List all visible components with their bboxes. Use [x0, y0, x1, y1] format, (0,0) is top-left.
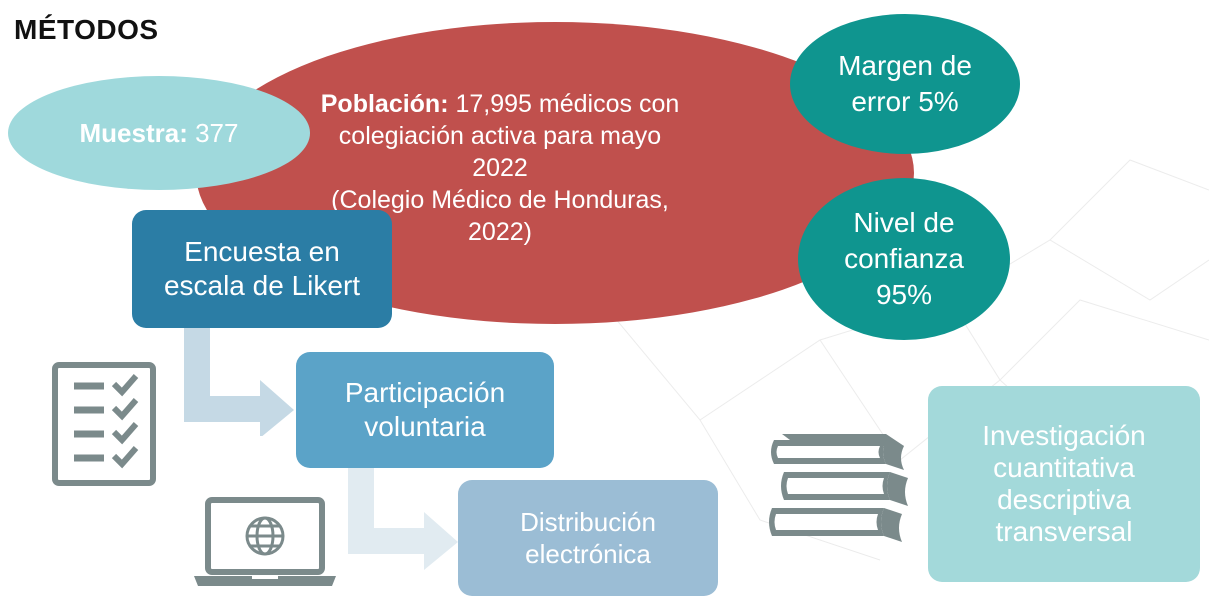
laptop-globe-icon [194, 497, 336, 586]
nivel-line2: confianza [844, 243, 964, 274]
page-title: MÉTODOS [14, 14, 159, 45]
poblacion-label: Población: [320, 90, 449, 118]
investigacion-line3: descriptiva [997, 484, 1131, 515]
investigacion-box: Investigación cuantitativa descriptiva t… [928, 386, 1200, 582]
poblacion-line2: colegiación activa para mayo 2022 [338, 122, 662, 182]
poblacion-ellipse: Población: 17,995 médicos con colegiació… [196, 22, 914, 324]
step-distribucion-line2: electrónica [525, 539, 651, 569]
arrow-step1-to-step2 [184, 326, 294, 436]
step-encuesta-box: Encuesta en escala de Likert [132, 210, 392, 328]
books-icon [769, 434, 908, 542]
step-encuesta-line2: escala de Likert [163, 270, 361, 301]
step-participacion-box: Participación voluntaria [296, 352, 554, 468]
nivel-line3: 95% [875, 279, 933, 310]
step-distribucion-box: Distribución electrónica [458, 480, 718, 596]
margen-line2: error 5% [851, 86, 959, 117]
checklist-icon [52, 362, 156, 486]
step-participacion-line2: voluntaria [364, 411, 486, 442]
poblacion-line3: (Colegio Médico de Honduras, [331, 186, 669, 214]
poblacion-line1: 17,995 médicos con [448, 90, 680, 118]
investigacion-line4: transversal [995, 516, 1133, 547]
margen-line1: Margen de [838, 50, 972, 81]
step-encuesta-line1: Encuesta en [184, 236, 340, 267]
poblacion-text: Población: 17,995 médicos con colegiació… [311, 88, 689, 248]
margen-ellipse: Margen de error 5% [790, 14, 1020, 154]
muestra-label: Muestra: [79, 117, 188, 148]
muestra-value: 377 [187, 117, 239, 148]
arrow-step2-to-step3 [348, 466, 458, 570]
investigacion-line1: Investigación [982, 420, 1146, 451]
muestra-ellipse: Muestra: 377 [8, 76, 310, 190]
step-distribucion-line1: Distribución [520, 507, 656, 537]
investigacion-line2: cuantitativa [993, 452, 1135, 483]
nivel-ellipse: Nivel de confianza 95% [798, 178, 1010, 340]
step-participacion-line1: Participación [344, 377, 506, 408]
nivel-line1: Nivel de [853, 207, 955, 238]
poblacion-line4: 2022) [468, 218, 532, 246]
